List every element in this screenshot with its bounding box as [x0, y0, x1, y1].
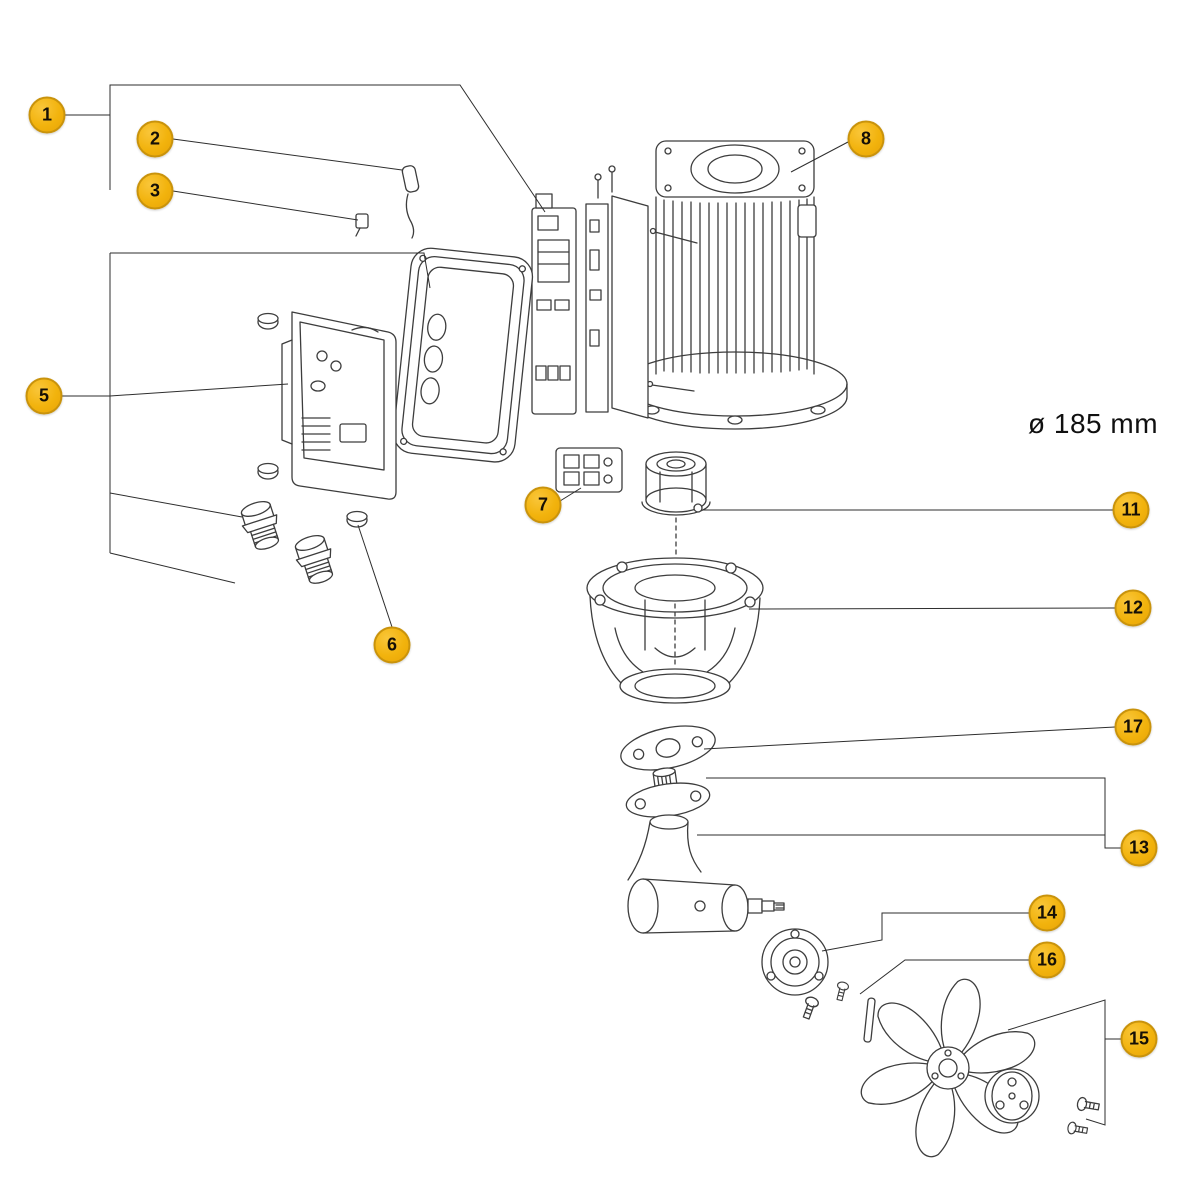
propeller-part [855, 974, 1041, 1162]
callout-13-badge: 13 [1120, 829, 1158, 867]
callout-14-badge: 14 [1028, 894, 1066, 932]
relay-block-part [555, 447, 623, 493]
callout-8-badge: 8 [847, 120, 885, 158]
callout-7-badge: 7 [524, 486, 562, 524]
bell-housing-part [586, 557, 764, 704]
fuse-part [401, 165, 420, 239]
coupling-part [641, 451, 711, 557]
callout-12-badge: 12 [1114, 589, 1152, 627]
terminal-clip-part [355, 213, 369, 237]
callout-11-badge: 11 [1112, 491, 1150, 529]
dimension-label: ø 185 mm [1028, 408, 1159, 439]
callout-15-badge: 15 [1120, 1020, 1158, 1058]
callout-16-badge: 16 [1028, 941, 1066, 979]
callout-3-badge: 3 [136, 172, 174, 210]
callout-6-badge: 6 [373, 626, 411, 664]
lower-leg-part [627, 814, 785, 934]
callout-1-badge: 1 [28, 96, 66, 134]
callout-17-badge: 17 [1114, 708, 1152, 746]
set-screws-part [799, 980, 876, 1043]
motor-part [622, 140, 848, 430]
cover-frame-part [392, 247, 534, 463]
leader-lines [62, 84, 1121, 1126]
cable-glands-part [236, 497, 368, 589]
callout-2-badge: 2 [136, 120, 174, 158]
hub-cap-part [984, 1068, 1040, 1124]
electronics-stack-part [531, 165, 649, 419]
controller-enclosure-part [257, 311, 397, 500]
callout-5-badge: 5 [25, 377, 63, 415]
prop-driver-part [761, 928, 829, 996]
prop-screws-part [1066, 1096, 1101, 1138]
gasket-part [620, 725, 716, 771]
drive-flange-part [625, 767, 711, 818]
